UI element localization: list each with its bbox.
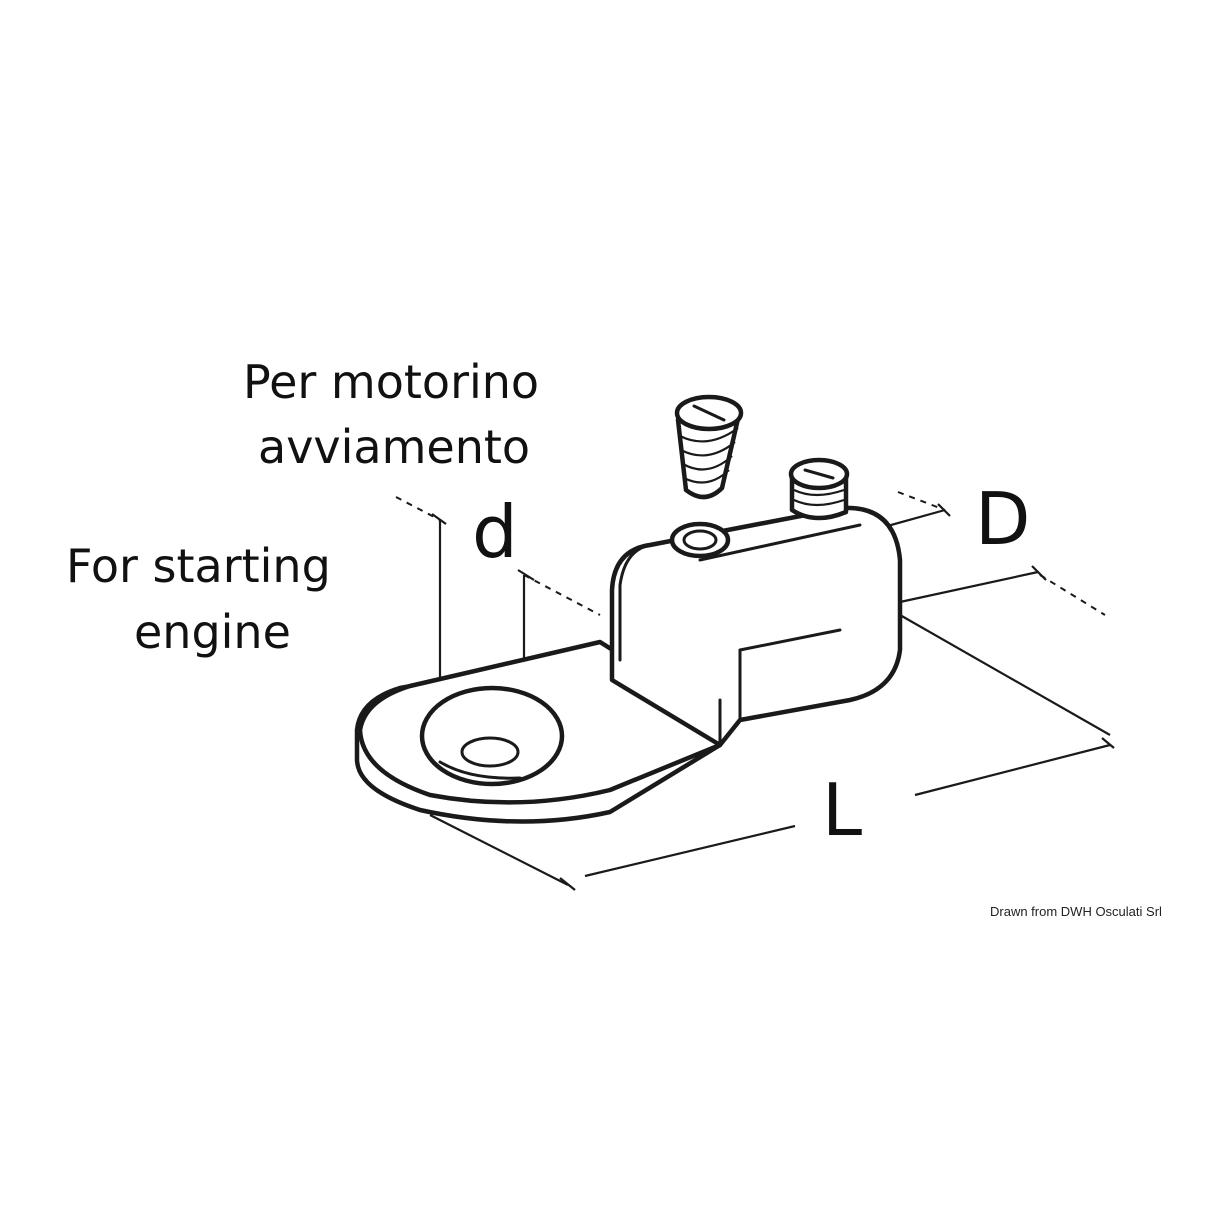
L-dimension-lines (429, 614, 1115, 891)
cable-lug (354, 505, 903, 824)
dim-label-L: L (822, 768, 862, 852)
label-italian-line2: avviamento (258, 420, 530, 474)
dim-label-d: d (472, 490, 518, 574)
credit-text: Drawn from DWH Osculati Srl (990, 904, 1162, 919)
loose-screw (674, 394, 744, 500)
label-english-line2: engine (134, 605, 291, 659)
label-italian-line1: Per motorino (243, 355, 539, 409)
dim-label-D: D (975, 477, 1030, 561)
installed-screw (788, 457, 850, 521)
label-english-line1: For starting (66, 539, 331, 593)
